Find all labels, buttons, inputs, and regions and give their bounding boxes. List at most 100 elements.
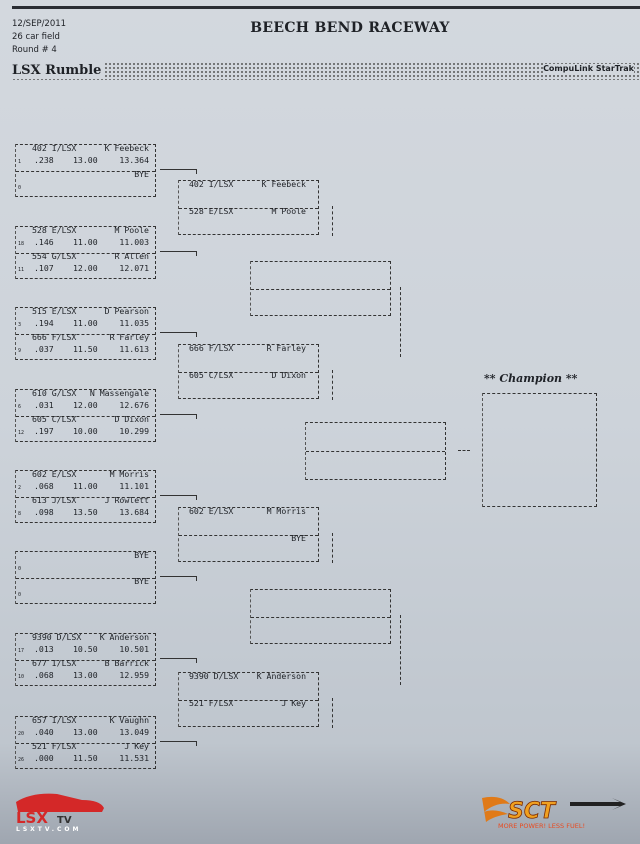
driver-name: M Poole	[271, 206, 306, 216]
car-class: 515 E/LSX	[32, 306, 77, 316]
car-class: 610 G/LSX	[32, 388, 77, 398]
track-title: BEECH BEND RACEWAY	[250, 20, 450, 36]
car-class: 521 F/LSX	[32, 741, 77, 751]
car-class: 521 F/LSX	[189, 698, 234, 708]
round-number: Round # 4	[12, 45, 57, 55]
halftone-band	[12, 62, 640, 80]
car-class: 613 J/LSX	[32, 495, 77, 505]
driver-name: J Key	[124, 741, 149, 751]
seed: 8	[18, 511, 22, 517]
connector	[332, 533, 333, 563]
champion-label: ** Champion **	[484, 372, 578, 385]
dial-in: 10.00	[73, 426, 98, 436]
car-class: 402 I/LSX	[32, 143, 77, 153]
driver-name: R Allen	[114, 251, 149, 261]
divider	[16, 170, 155, 172]
seed: 2	[18, 485, 22, 491]
connector	[332, 698, 333, 728]
dial-in: 13.50	[73, 507, 98, 517]
top-rule	[12, 6, 640, 9]
connector	[160, 251, 197, 256]
driver-name: R Farley	[109, 332, 149, 342]
connector	[160, 414, 197, 419]
svg-text:LSXTV.COM: LSXTV.COM	[16, 826, 82, 832]
divider	[16, 252, 155, 254]
connector	[458, 450, 470, 451]
timing-system: CompuLink StarTrak	[543, 64, 634, 73]
seed: 26	[18, 757, 25, 763]
dial-in: 11.00	[73, 318, 98, 328]
car-class: 666 F/LSX	[189, 343, 234, 353]
connector	[160, 658, 197, 663]
car-class: 9390 D/LSX	[189, 671, 239, 681]
dial-in: 11.00	[73, 481, 98, 491]
divider	[179, 699, 318, 701]
connector	[160, 576, 197, 581]
divider	[16, 415, 155, 417]
divider	[251, 616, 390, 618]
driver-name: B Barrick	[104, 658, 149, 668]
driver-name: D Pearson	[104, 306, 149, 316]
divider	[16, 333, 155, 335]
elapsed-time: 11.613	[119, 344, 149, 354]
dial-in: 12.00	[73, 263, 98, 273]
driver-name: BYE	[134, 550, 149, 560]
divider	[179, 207, 318, 209]
car-class: 605 C/LSX	[189, 370, 234, 380]
car-class: 528 E/LSX	[32, 225, 77, 235]
elapsed-time: 13.049	[119, 727, 149, 737]
event-name: LSX Rumble	[12, 63, 104, 78]
semifinal-match	[250, 261, 391, 316]
reaction-time: .040	[34, 727, 54, 737]
seed: 1	[18, 159, 22, 165]
driver-name: N Massengale	[89, 388, 149, 398]
reaction-time: .238	[34, 155, 54, 165]
reaction-time: .146	[34, 237, 54, 247]
connector	[400, 615, 401, 685]
reaction-time: .107	[34, 263, 54, 273]
car-class: 657 I/LSX	[32, 715, 77, 725]
lsxtv-logo: LSX TV LSXTV.COM	[16, 793, 104, 832]
driver-name: K Feebeck	[104, 143, 149, 153]
connector	[160, 169, 197, 174]
driver-name: R Farley	[266, 343, 306, 353]
elapsed-time: 10.299	[119, 426, 149, 436]
connector	[160, 495, 197, 500]
driver-name: K Anderson	[99, 632, 149, 642]
divider	[16, 577, 155, 579]
car-class: 605 C/LSX	[32, 414, 77, 424]
driver-name: BYE	[134, 169, 149, 179]
connector	[400, 287, 401, 357]
car-class: 677 I/LSX	[32, 658, 77, 668]
car-class: 666 F/LSX	[32, 332, 77, 342]
elapsed-time: 10.501	[119, 644, 149, 654]
car-class: 554 G/LSX	[32, 251, 77, 261]
champion-box	[482, 393, 597, 507]
svg-text:SCT: SCT	[508, 799, 557, 824]
sct-logo: SCT MORE POWER! LESS FUEL!	[482, 796, 626, 830]
reaction-time: .068	[34, 670, 54, 680]
divider	[16, 496, 155, 498]
semifinal-match	[250, 589, 391, 644]
car-class: 602 E/LSX	[32, 469, 77, 479]
final-match	[305, 422, 446, 480]
divider	[251, 288, 390, 290]
seed: 18	[18, 241, 25, 247]
reaction-time: .197	[34, 426, 54, 436]
elapsed-time: 12.071	[119, 263, 149, 273]
elapsed-time: 13.364	[119, 155, 149, 165]
driver-name: M Morris	[109, 469, 149, 479]
connector	[160, 741, 197, 746]
dial-in: 11.50	[73, 344, 98, 354]
driver-name: J Rowlett	[104, 495, 149, 505]
driver-name: D Dixon	[114, 414, 149, 424]
divider	[306, 451, 445, 452]
seed: 0	[18, 592, 22, 598]
